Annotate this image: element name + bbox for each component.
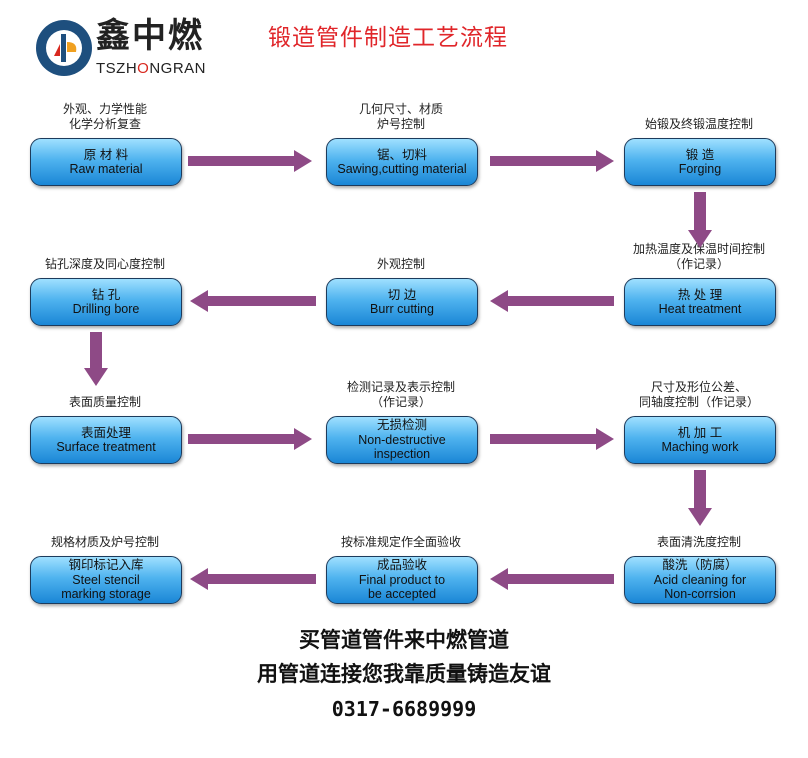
logo-emblem-icon	[36, 20, 92, 76]
step-note: 加热温度及保温时间控制（作记录）	[599, 242, 799, 272]
step-note-line: 表面清洗度控制	[656, 535, 741, 549]
step-note-line: 按标准规定作全面验收	[340, 535, 461, 549]
step-label-line: Surface treatment	[56, 440, 156, 454]
step-note-line: 尺寸及形位公差、	[650, 380, 747, 394]
arrow-down-icon	[84, 332, 108, 386]
step-label-line: Steel stencil	[72, 572, 140, 587]
step-label-line: Drilling bore	[72, 302, 140, 316]
step-label-line: 表面处理	[80, 425, 131, 440]
arrow-left-icon	[490, 290, 614, 312]
step-note-line: 检测记录及表示控制	[346, 380, 455, 394]
arrow-right-icon	[188, 150, 312, 172]
step-label-line: Non-corrsion	[664, 587, 736, 602]
step-note: 尺寸及形位公差、同轴度控制（作记录）	[599, 380, 799, 410]
step-note: 检测记录及表示控制（作记录）	[301, 380, 501, 410]
step-label-line: Non-destructive	[358, 432, 446, 447]
step-label-line: Heat treatment	[658, 302, 742, 316]
step-label-line: 钢印标记入库	[68, 558, 144, 573]
step-label-line: 无损检测	[376, 418, 427, 433]
logo-chinese-name: 鑫中燃	[96, 16, 204, 56]
slogan-line-2: 用管道连接您我靠质量铸造友谊	[257, 662, 551, 686]
step-note: 外观、力学性能化学分析复查	[5, 102, 205, 132]
step-label-line: 成品验收	[376, 558, 427, 573]
step-label-line: 切 边	[387, 287, 417, 302]
step-note-line: （作记录）	[370, 395, 431, 409]
step-note-line: 规格材质及炉号控制	[50, 535, 159, 549]
step-note: 按标准规定作全面验收	[301, 535, 501, 550]
arrow-down-icon	[688, 470, 712, 526]
step-note: 几何尺寸、材质炉号控制	[301, 102, 501, 132]
step-note-line: （作记录）	[668, 257, 729, 271]
phone-number: 0317-6689999	[331, 697, 477, 721]
step-note-line: 外观控制	[376, 257, 425, 271]
step-note-line: 同轴度控制（作记录）	[638, 395, 759, 409]
arrow-right-icon	[490, 150, 614, 172]
diagram-title: 锻造管件制造工艺流程	[268, 25, 508, 51]
step-label-line: 热 处 理	[677, 287, 723, 302]
step-note: 钻孔深度及同心度控制	[5, 257, 205, 272]
step-note-line: 炉号控制	[376, 117, 425, 131]
step-note: 外观控制	[301, 257, 501, 272]
arrow-right-icon	[188, 428, 312, 450]
arrow-down-icon	[688, 192, 712, 248]
step-label-line: Forging	[678, 162, 722, 176]
step-label-line: inspection	[373, 447, 431, 462]
step-label-line: Final product to	[358, 572, 446, 587]
step-label-line: Maching work	[661, 440, 739, 454]
step-note-line: 钻孔深度及同心度控制	[44, 257, 165, 271]
step-label-line: Sawing,cutting material	[337, 162, 467, 176]
step-label-line: 原 材 料	[83, 147, 129, 162]
step-label-line: 机 加 工	[677, 425, 723, 440]
step-label-line: Raw material	[69, 162, 143, 176]
step-label-line: 锯、切料	[376, 147, 427, 162]
arrow-left-icon	[190, 290, 316, 312]
step-note: 规格材质及炉号控制	[5, 535, 205, 550]
arrow-left-icon	[190, 568, 316, 590]
logo-english-name: TSZHONGRAN	[96, 60, 207, 77]
step-note: 始锻及终锻温度控制	[599, 117, 799, 132]
step-note-line: 外观、力学性能	[62, 102, 147, 116]
arrow-right-icon	[490, 428, 614, 450]
step-label-line: be accepted	[367, 587, 437, 602]
step-note-line: 化学分析复查	[68, 117, 141, 131]
step-note: 表面清洗度控制	[599, 535, 799, 550]
step-label-line: 钻 孔	[91, 287, 121, 302]
step-note-line: 几何尺寸、材质	[358, 102, 443, 116]
step-note-line: 表面质量控制	[68, 395, 141, 409]
step-note-line: 加热温度及保温时间控制	[632, 242, 765, 256]
step-label-line: marking storage	[61, 587, 151, 602]
step-label-line: Acid cleaning for	[653, 572, 747, 587]
step-label-line: 酸洗（防腐）	[662, 558, 738, 573]
step-note: 表面质量控制	[5, 395, 205, 410]
step-note-line: 始锻及终锻温度控制	[644, 117, 753, 131]
slogan-line-1: 买管道管件来中燃管道	[299, 628, 509, 652]
step-label-line: 锻 造	[685, 147, 715, 162]
arrow-left-icon	[490, 568, 614, 590]
step-label-line: Burr cutting	[370, 302, 434, 316]
